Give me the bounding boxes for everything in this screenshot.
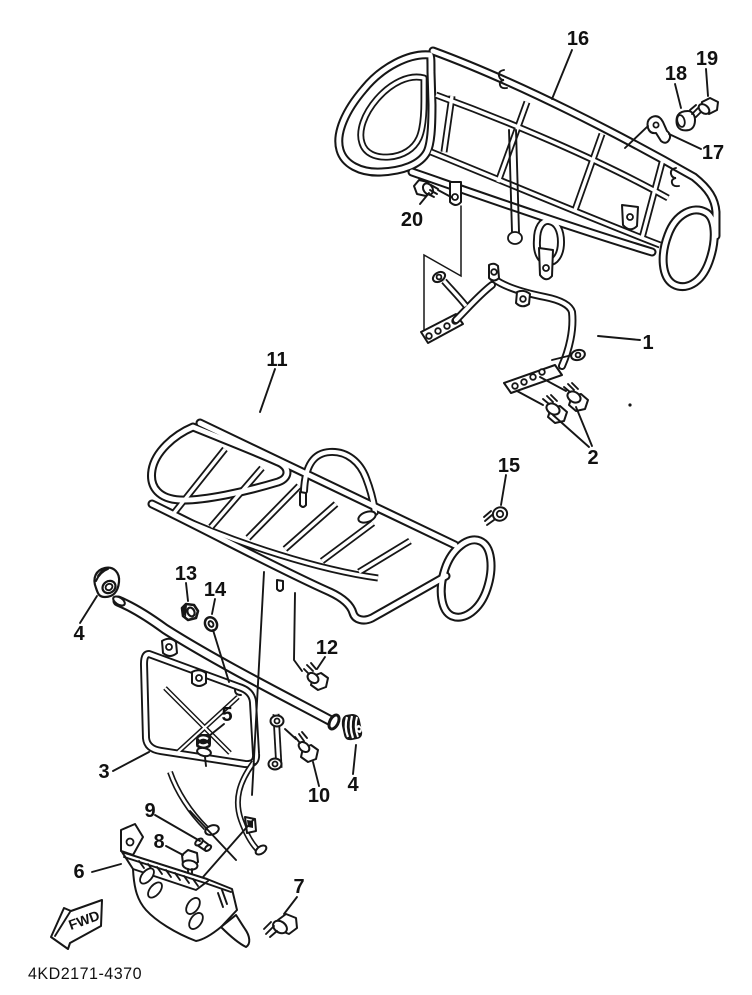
svg-text:16: 16: [567, 28, 589, 50]
svg-text:4: 4: [73, 623, 85, 645]
svg-text:12: 12: [316, 637, 338, 659]
svg-text:9: 9: [144, 800, 155, 822]
svg-text:3: 3: [98, 761, 109, 783]
svg-text:13: 13: [175, 563, 197, 585]
svg-text:5: 5: [221, 704, 232, 726]
svg-text:19: 19: [696, 48, 718, 70]
svg-text:4KD2171-4370: 4KD2171-4370: [28, 964, 142, 983]
svg-text:11: 11: [266, 349, 287, 371]
svg-text:8: 8: [153, 831, 164, 853]
svg-text:10: 10: [308, 785, 330, 807]
svg-text:20: 20: [401, 209, 423, 231]
svg-text:18: 18: [665, 63, 687, 85]
svg-text:4: 4: [347, 774, 359, 796]
svg-text:15: 15: [498, 455, 520, 477]
svg-text:1: 1: [642, 332, 653, 354]
svg-text:6: 6: [73, 861, 84, 883]
svg-text:17: 17: [702, 142, 724, 164]
svg-text:2: 2: [587, 447, 598, 469]
svg-text:14: 14: [204, 579, 227, 601]
svg-text:7: 7: [293, 876, 304, 898]
